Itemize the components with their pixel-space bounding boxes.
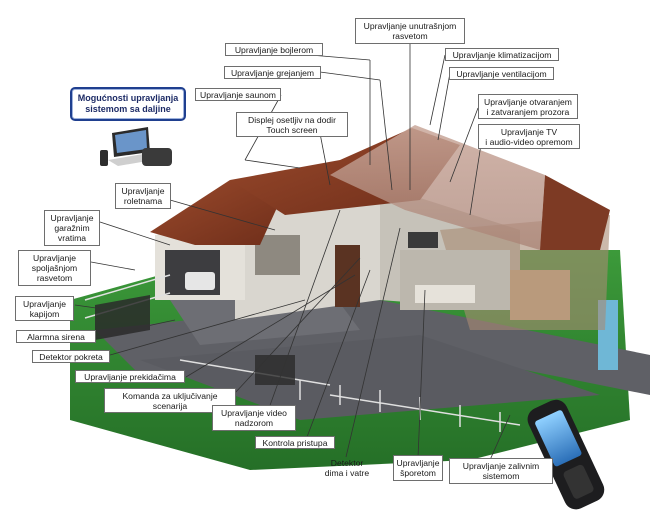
label-scenarios: Komanda za uključivanje scenarija bbox=[104, 388, 236, 413]
remote-devices bbox=[100, 127, 172, 166]
label-sauna: Upravljanje saunom bbox=[195, 88, 281, 101]
label-video-surveillance: Upravljanje video nadzorom bbox=[212, 405, 296, 431]
label-access-control: Kontrola pristupa bbox=[255, 436, 335, 449]
remote-control-title: Mogućnosti upravljanja sistemom sa dalji… bbox=[70, 87, 186, 121]
label-interior-lighting: Upravljanje unutrašnjom rasvetom bbox=[355, 18, 465, 44]
label-motion-detector: Detektor pokreta bbox=[32, 350, 110, 363]
interior bbox=[255, 232, 570, 320]
mobile-phone bbox=[527, 399, 605, 510]
label-air-conditioning: Upravljanje klimatizacijom bbox=[445, 48, 559, 61]
label-irrigation: Upravljanje zalivnim sistemom bbox=[449, 458, 553, 484]
label-heating: Upravljanje grejanjem bbox=[224, 66, 321, 79]
label-windows: Upravljanje otvaranjem i zatvaranjem pro… bbox=[478, 94, 578, 119]
front-gate bbox=[95, 295, 295, 385]
label-shutters: Upravljanje roletnama bbox=[115, 183, 171, 209]
label-stove: Upravljanje šporetom bbox=[393, 455, 443, 481]
label-touch-screen: Displej osetljiv na dodir Touch screen bbox=[236, 112, 348, 137]
label-garage-door: Upravljanje garažnim vratima bbox=[44, 210, 100, 246]
label-outdoor-lighting: Upravljanje spoljašnjom rasvetom bbox=[18, 250, 91, 286]
label-switches: Upravljanje prekidačima bbox=[75, 370, 185, 383]
label-tv-av: Upravljanje TV i audio-video opremom bbox=[478, 124, 580, 149]
leader-lines bbox=[74, 44, 511, 461]
label-smoke-fire-detector: Detektor dima i vatre bbox=[324, 458, 370, 478]
label-boiler: Upravljanje bojlerom bbox=[225, 43, 323, 56]
label-ventilation: Upravljanje ventilacijom bbox=[449, 67, 554, 80]
label-gate: Upravljanje kapijom bbox=[15, 296, 74, 321]
label-alarm-siren: Alarmna sirena bbox=[16, 330, 96, 343]
roof bbox=[150, 125, 610, 250]
